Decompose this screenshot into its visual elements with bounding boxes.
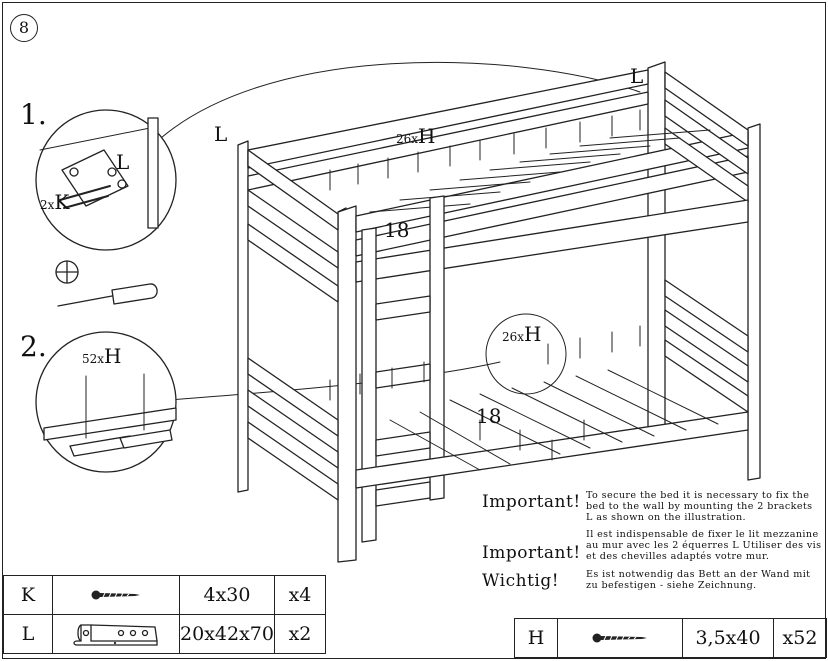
top-slat-count: 18 [384, 218, 410, 242]
detail-circle-bracket [35, 109, 177, 251]
bed-frame [237, 61, 761, 563]
table-row: L 20x42x70 x2 [3, 614, 326, 654]
note-french: Important! Il est indispensable de fixer… [482, 529, 822, 563]
frame-label-L-left: L [214, 122, 228, 146]
frame-label-L-right: L [630, 64, 644, 88]
detail-circle-slat-screws [35, 331, 177, 473]
screwdriver-icon [55, 260, 158, 307]
step-number: 8 [10, 14, 38, 42]
parts-table-left: K 4x30 x4 L 20x42x70 x2 [3, 575, 326, 654]
part-code: K [3, 575, 53, 615]
part-qty: x4 [274, 575, 326, 615]
screw-icon [52, 575, 180, 615]
note-text: Il est indispensable de fixer le lit mez… [586, 529, 822, 562]
part-size: 3,5x40 [682, 618, 774, 658]
table-row: K 4x30 x4 [3, 575, 326, 615]
part-qty: x2 [274, 614, 326, 654]
table-row: H 3,5x40 x52 [514, 618, 827, 658]
note-english: Important! To secure the bed it is neces… [482, 490, 822, 523]
substep-2-number: 2. [20, 330, 47, 363]
bottom-slat-count: 18 [476, 404, 502, 428]
bracket-label: L [116, 150, 130, 174]
screw-label-H: 52xH [82, 344, 122, 368]
screw-label-K: 2xK [40, 190, 70, 214]
substep-1-number: 1. [20, 98, 47, 131]
part-size: 4x30 [179, 575, 275, 615]
note-german: Wichtig! Es ist notwendig das Bett an de… [482, 569, 822, 591]
top-screw-label: 26xH [396, 124, 436, 148]
notes-block: Important! To secure the bed it is neces… [482, 490, 822, 597]
note-heading: Wichtig! [482, 571, 560, 591]
note-text: Es ist notwendig das Bett an der Wand mi… [586, 569, 811, 591]
part-qty: x52 [773, 618, 827, 658]
part-code: H [514, 618, 558, 658]
part-code: L [3, 614, 53, 654]
note-text: To secure the bed it is necessary to fix… [586, 490, 813, 523]
bracket-icon [52, 614, 180, 654]
parts-table-right: H 3,5x40 x52 [514, 618, 827, 658]
part-size: 20x42x70 [179, 614, 275, 654]
screw-icon [557, 618, 683, 658]
bottom-screw-label: 26xH [502, 322, 542, 346]
note-heading: Important! [482, 543, 581, 563]
note-heading: Important! [482, 492, 581, 512]
